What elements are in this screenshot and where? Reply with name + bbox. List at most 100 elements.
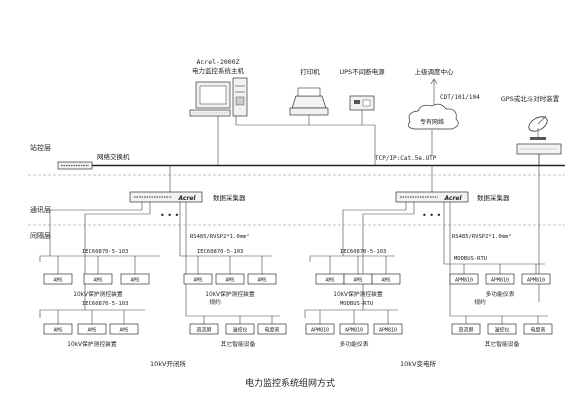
left-iec-b-label: IEC60870-5-103	[197, 249, 243, 255]
left-iec-c-label: IEC60870-5-103	[82, 301, 128, 307]
left-smart-devices: 直流屏 温控仪 电度表	[189, 316, 287, 335]
left-ams-group-a: AMS AMS AMS	[43, 256, 150, 285]
left-ams-group-b: AMS AMS AMS	[183, 256, 277, 285]
left-protection-a-label: 10kV保护测控装置	[73, 290, 123, 298]
apm810-label: APM810	[345, 328, 363, 334]
station-layer-label: 站控层	[30, 143, 51, 152]
satellite-dish-icon	[528, 115, 548, 140]
energy-meter-label: 电度表	[530, 327, 545, 334]
host-model-label: Acrel-2000Z	[196, 58, 239, 66]
left-collector-label: 数据采集器	[213, 193, 246, 202]
right-multi-b-label: 多功能仪表	[340, 340, 369, 348]
right-smart-label: 其它智能设备	[485, 340, 520, 348]
left-protection-c-label: 10kV保护测控装置	[67, 340, 117, 348]
ams-label: AMS	[225, 278, 234, 284]
dispatch-label: 上级调度中心	[415, 67, 455, 76]
ams-label: AMS	[53, 328, 62, 334]
right-protocol-label: 规约	[474, 298, 486, 306]
bay-layer-label: 间隔层	[30, 231, 51, 240]
uplink-arrow-icon	[430, 78, 438, 85]
printer-icon	[289, 87, 329, 116]
right-downlink-b	[362, 202, 415, 296]
dispatch-protocols: CDT/101/104	[440, 94, 480, 101]
temp-controller-label: 温控仪	[494, 327, 509, 334]
apm810-device	[521, 273, 551, 285]
left-collector-brand: Acrel	[177, 195, 196, 202]
left-site-label: 10kV开闭所	[150, 359, 186, 368]
ups-icon	[349, 95, 375, 111]
diagram-title: 电力监控系统组网方式	[245, 377, 335, 389]
right-bus-c	[304, 309, 398, 318]
ams-label: AMS	[381, 278, 390, 284]
comm-layer-label: 通讯层	[30, 205, 51, 214]
left-continuation-dots: • • •	[160, 211, 179, 220]
cloud-icon	[407, 103, 459, 130]
left-bus-c	[39, 309, 145, 318]
dc-panel-label: 直流屏	[196, 327, 211, 334]
ams-label: AMS	[93, 278, 102, 284]
right-modbus-a-label: MODBUS-RTU	[454, 256, 487, 262]
private-network-label: 专有网络	[420, 118, 444, 126]
left-bus-b	[179, 230, 272, 257]
left-downlink-a	[49, 202, 143, 248]
left-bus-a	[39, 255, 160, 262]
temp-controller-label: 温控仪	[232, 327, 247, 334]
temp-controller-device	[487, 323, 517, 335]
apm810-label: APM810	[455, 278, 473, 284]
ams-label: AMS	[119, 328, 128, 334]
apm810-device	[373, 323, 403, 335]
right-rs485-label: RS485/RVSP2*1.0mm²	[452, 233, 512, 240]
printer-label: 打印机	[300, 67, 320, 76]
right-collector-brand: Acrel	[443, 195, 462, 202]
apm810-label: APM810	[491, 278, 509, 284]
right-bus-a	[309, 255, 395, 262]
ams-device	[247, 273, 277, 285]
ams-device	[77, 323, 107, 335]
energy-meter-label: 电度表	[264, 327, 279, 334]
left-smart-bus	[185, 305, 280, 317]
dc-panel-label: 直流屏	[458, 327, 473, 334]
gps-label: GPS或北斗对时装置	[501, 94, 560, 103]
temp-controller-device	[225, 323, 255, 335]
left-iec-a-label: IEC60870-5-103	[82, 249, 128, 255]
right-data-collector-icon	[395, 191, 469, 203]
right-downlink-a	[342, 202, 407, 248]
right-smart-bus	[449, 305, 548, 317]
right-site-label: 10kV变电所	[400, 359, 436, 368]
ams-device	[43, 323, 73, 335]
apm810-device	[449, 273, 479, 285]
ams-label: AMS	[257, 278, 266, 284]
left-smart-label: 其它智能设备	[221, 340, 256, 348]
host-computer-icon	[189, 77, 248, 117]
apm810-label: APM810	[379, 328, 397, 334]
right-iec-label: IEC60870-5-103	[340, 249, 386, 255]
ams-device	[109, 323, 139, 335]
ams-label: AMS	[130, 278, 139, 284]
right-ams-group: AMS AMS AMS	[315, 256, 401, 285]
apm810-device	[305, 323, 335, 335]
apm810-device	[485, 273, 515, 285]
right-multi-a-label: 多功能仪表	[486, 290, 515, 298]
right-modbus-b-label: MODBUS-RTU	[340, 301, 373, 307]
ams-device	[43, 273, 73, 285]
apm810-device	[339, 323, 369, 335]
ams-device	[215, 273, 245, 285]
left-ams-group-c: AMS AMS AMS	[43, 310, 139, 335]
right-apm-group-b: APM810 APM810 APM810	[305, 310, 403, 335]
tcp-label: TCP/IP:Cat.5e.UTP	[375, 155, 437, 162]
right-protection-label: 10kV保护测控装置	[333, 290, 383, 298]
host-name-label: 电力监控系统主机	[192, 66, 245, 75]
ams-device	[120, 273, 150, 285]
gps-receiver-icon	[516, 143, 562, 155]
switch-label: 网络交换机	[97, 152, 130, 161]
dc-panel-device	[189, 323, 219, 335]
left-protection-b-label: 10kV保护测控装置	[205, 290, 255, 298]
left-rs485-label: RS485/RVSP2*1.0mm²	[190, 233, 250, 240]
energy-meter-device	[257, 323, 287, 335]
right-continuation-dots: • • •	[422, 211, 441, 220]
energy-meter-device	[523, 323, 553, 335]
right-collector-label: 数据采集器	[477, 193, 510, 202]
ams-label: AMS	[87, 328, 96, 334]
apm810-label: APM810	[311, 328, 329, 334]
